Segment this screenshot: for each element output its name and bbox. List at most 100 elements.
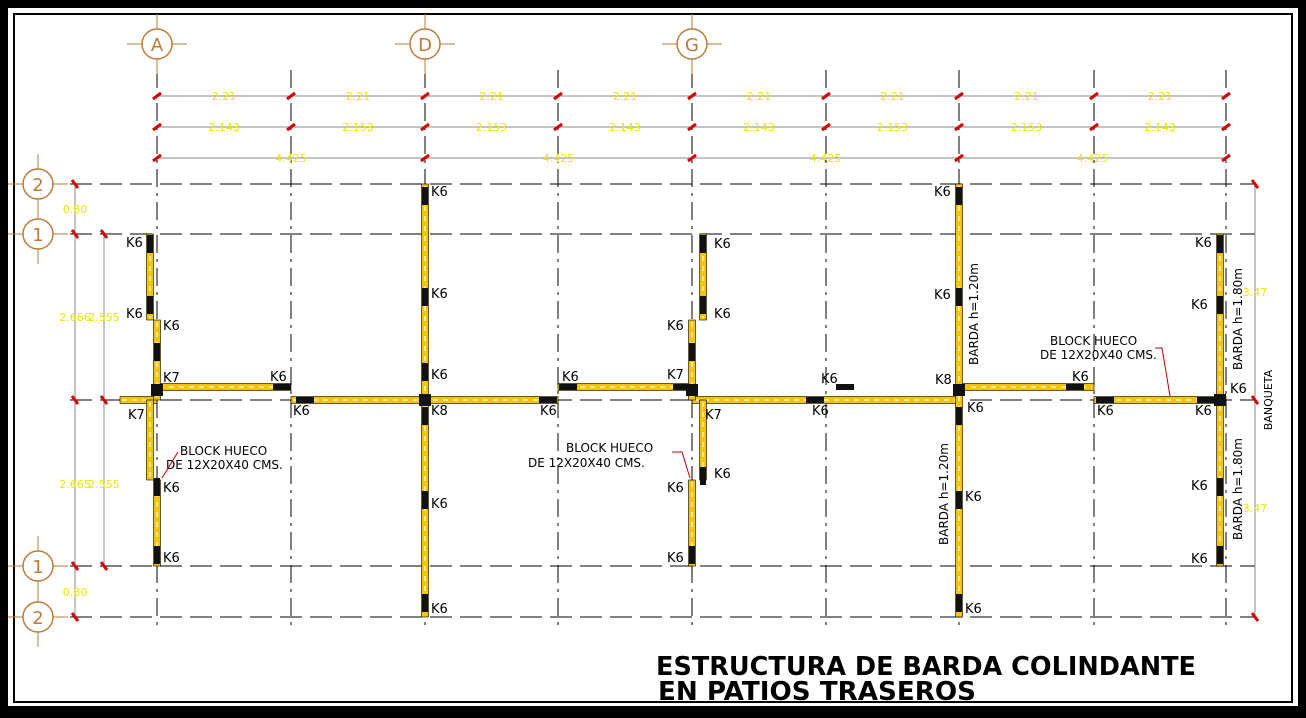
axis-bubble-label: 1: [32, 557, 43, 578]
dimension-value: 2.665: [59, 478, 91, 491]
castillo-column: [700, 467, 706, 485]
block-note-line-2: DE 12X20X40 CMS.: [528, 456, 645, 470]
column-label: K6: [967, 401, 984, 416]
dimension-value: 2.153: [1011, 121, 1043, 134]
castillo-column: [689, 343, 695, 361]
dimension-value: 2.153: [877, 121, 909, 134]
castillo-column: [422, 288, 428, 306]
castillo-column: [559, 384, 577, 390]
castillo-junction: [1214, 394, 1226, 406]
castillo-junction: [953, 384, 965, 396]
barda-height-label: BARDA h=1.20m: [967, 263, 981, 365]
dimension-tick: [1089, 122, 1099, 132]
dimension-tick: [70, 612, 80, 622]
dimension-value: 2.666: [59, 311, 91, 324]
axis-bubble: [22, 218, 54, 250]
inner-frame: [13, 13, 1293, 703]
leader-line: [1155, 347, 1171, 397]
axis-bubble: [22, 168, 54, 200]
castillo-column: [836, 384, 854, 390]
dimension-value: 2.21: [880, 90, 905, 103]
column-label: K8: [935, 373, 952, 388]
leader-line: [672, 451, 691, 479]
dimension-tick: [954, 153, 964, 163]
column-label: K6: [293, 404, 310, 419]
column-label: K6: [1191, 298, 1208, 313]
castillo-column: [689, 546, 695, 564]
dimension-value: 2.21: [1148, 90, 1173, 103]
column-label: K6: [714, 237, 731, 252]
column-label: K6: [667, 481, 684, 496]
dimension-tick: [821, 91, 831, 101]
castillo-column: [673, 384, 691, 390]
dimension-value: 2.21: [747, 90, 772, 103]
dimension-tick: [1250, 179, 1260, 189]
dimension-value: 4.425: [1077, 152, 1109, 165]
dimension-value: 2.143: [208, 121, 240, 134]
column-label: K6: [667, 319, 684, 334]
title-line-2: EN PATIOS TRASEROS: [658, 677, 976, 707]
castillo-column: [956, 491, 962, 509]
dimension-value: 2.143: [743, 121, 775, 134]
castillo-column: [422, 491, 428, 509]
dimension-tick: [286, 91, 296, 101]
block-note-line-1: BLOCK HUECO: [1050, 334, 1137, 348]
dimension-tick: [70, 395, 80, 405]
castillo-column: [1217, 235, 1223, 253]
dimension-value: 2.21: [613, 90, 638, 103]
axis-bubble: [676, 28, 708, 60]
dimension-tick: [420, 91, 430, 101]
dimension-value: 4.425: [275, 152, 307, 165]
axis-bubble-label: 2: [32, 608, 43, 629]
castillo-column: [806, 397, 824, 403]
dimension-value: 3.47: [1243, 502, 1268, 515]
dimension-tick: [152, 91, 162, 101]
column-label: K6: [126, 236, 143, 251]
column-label: K6: [431, 368, 448, 383]
column-label: K7: [128, 408, 145, 423]
column-label: K6: [540, 404, 557, 419]
dimension-tick: [687, 122, 697, 132]
dimension-tick: [152, 122, 162, 132]
dimension-tick: [70, 561, 80, 571]
castillo-column: [956, 594, 962, 612]
column-label: K6: [163, 551, 180, 566]
castillo-column: [154, 343, 160, 361]
dimension-value: 0.80: [63, 586, 88, 599]
column-label: K7: [163, 371, 180, 386]
castillo-column: [1197, 397, 1215, 403]
castillo-column: [154, 478, 160, 496]
castillo-column: [539, 397, 557, 403]
dimension-tick: [420, 122, 430, 132]
banqueta-label: BANQUETA: [1262, 369, 1275, 430]
dimension-tick: [99, 395, 109, 405]
column-label: K8: [431, 404, 448, 419]
dimension-tick: [286, 122, 296, 132]
block-note-line-2: DE 12X20X40 CMS.: [1040, 348, 1157, 362]
column-label: K6: [431, 287, 448, 302]
column-label: K6: [812, 404, 829, 419]
castillo-column: [154, 546, 160, 564]
column-label: K6: [163, 481, 180, 496]
column-label: K6: [965, 602, 982, 617]
dimension-tick: [687, 153, 697, 163]
dimension-tick: [152, 153, 162, 163]
castillo-column: [1066, 384, 1084, 390]
dimension-value: 2.143: [609, 121, 641, 134]
castillo-junction: [151, 384, 163, 396]
barda-wall: [146, 399, 154, 481]
dimension-tick: [1221, 153, 1231, 163]
castillo-column: [956, 407, 962, 425]
dimension-value: 2.21: [212, 90, 237, 103]
dimension-value: 2.153: [342, 121, 374, 134]
dimension-value: 2.153: [476, 121, 508, 134]
dimension-tick: [553, 122, 563, 132]
dimension-tick: [70, 229, 80, 239]
barda-height-label: BARDA h=1.20m: [937, 443, 951, 545]
castillo-column: [1217, 478, 1223, 496]
dimension-tick: [70, 179, 80, 189]
castillo-column: [422, 363, 428, 381]
column-label: K6: [431, 497, 448, 512]
column-label: K6: [934, 288, 951, 303]
